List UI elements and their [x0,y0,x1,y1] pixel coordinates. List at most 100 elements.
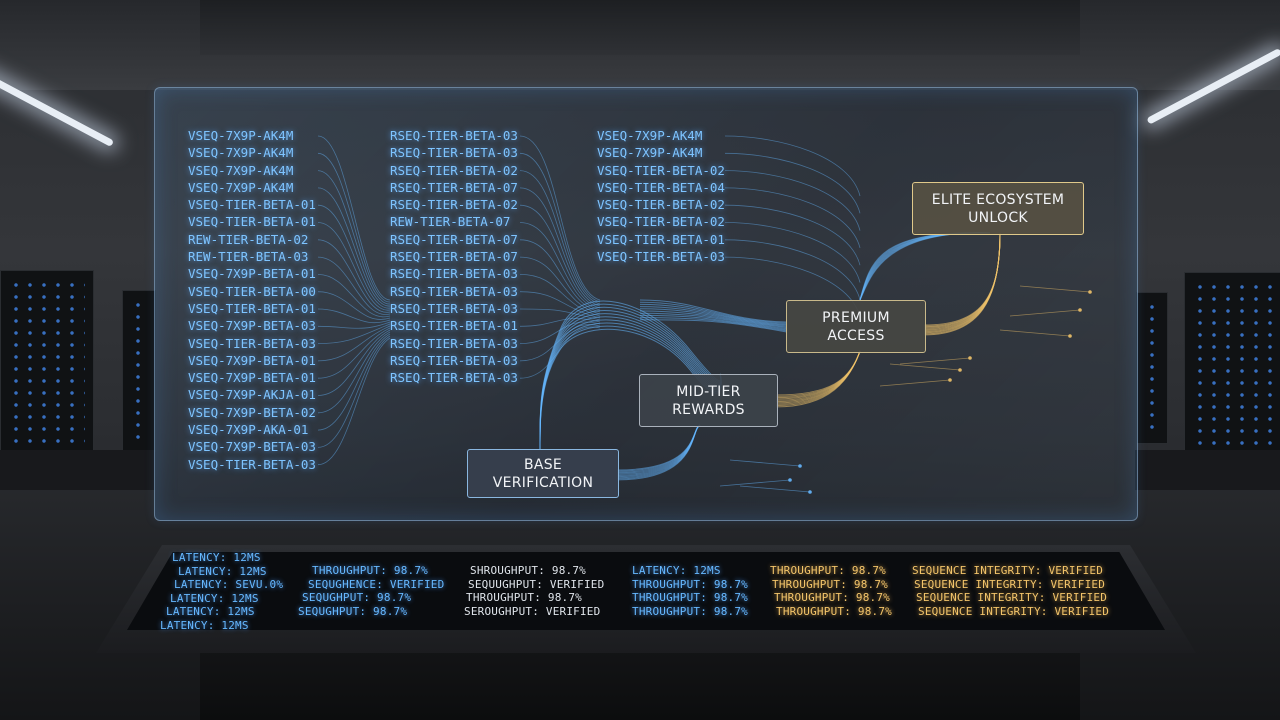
flow-line [724,222,861,283]
flow-line [739,485,811,493]
sequence-id: VSEQ-TIER-BETA-02 [597,162,725,178]
sequence-id: VSEQ-TIER-BETA-01 [188,300,316,316]
console-metric: THROUGHPUT: 98.7% [632,604,748,618]
flow-line [639,303,787,325]
flow-line [923,232,1001,329]
flow-line [519,222,601,311]
sequence-id: RSEQ-TIER-BETA-03 [390,128,518,143]
console-metric: SEQUENCE INTEGRITY: VERIFIED [914,577,1106,591]
sequence-id: RSEQ-TIER-BETA-07 [390,249,518,265]
flow-line [859,232,991,301]
sequence-id: VSEQ-TIER-BETA-00 [188,283,316,299]
sequence-id: VSEQ-TIER-BETA-03 [188,456,316,472]
flow-line [859,232,991,301]
flow-line [317,204,391,309]
flow-line [639,319,787,333]
tier-label: REWARDS [672,401,745,418]
flow-line [639,299,787,323]
sequence-id: VSEQ-7X9P-BETA-01 [188,370,316,386]
flow-line [639,310,787,328]
flow-line [859,232,991,301]
flow-line [999,329,1071,337]
console-metric: SHROUGHPUT: 98.7% [470,564,586,577]
flow-line [519,170,601,305]
console-metric: SEQUENCE INTEGRITY: VERIFIED [916,591,1108,604]
sequence-id: RSEQ-TIER-BETA-03 [390,283,518,299]
sequence-id: RSEQ-TIER-BETA-03 [390,300,518,316]
flow-line [519,256,601,315]
flow-line [923,232,1001,336]
console-metric: THROUGHPUT: 98.7% [632,577,748,591]
console-metric: SEQUGHPUT: 98.7% [298,604,408,618]
tier-label: ACCESS [827,327,885,344]
flow-line [519,318,601,327]
console-pedestal [200,640,1080,720]
sequence-id: VSEQ-7X9P-AKA-01 [188,422,309,438]
sequence-id: REW-TIER-BETA-07 [390,214,511,230]
flow-line [729,459,801,467]
sequence-id: VSEQ-7X9P-AK4M [188,145,294,161]
server-rack-right-back [1136,292,1168,444]
flow-line [317,321,391,329]
flow-line [859,232,991,301]
flow-line [859,232,991,301]
flow-line [1019,285,1091,293]
console-metric: SEQUENCE INTEGRITY: VERIFIED [918,604,1110,618]
flow-line [519,152,601,303]
sequence-id: RSEQ-TIER-BETA-03 [390,145,518,161]
flow-line [775,350,861,408]
flow-line [317,274,391,318]
flow-line [724,170,861,231]
flow-line [317,222,391,311]
flow-line [923,232,1001,334]
flow-line [519,308,601,321]
sequence-id: VSEQ-7X9P-AK4M [188,179,294,195]
tier-label: MID-TIER [676,383,741,400]
flow-line [859,232,991,301]
sequence-id: VSEQ-7X9P-BETA-03 [188,318,316,334]
sequence-id: RSEQ-TIER-BETA-03 [390,335,518,351]
sequence-id: VSEQ-TIER-BETA-02 [597,197,725,213]
sequence-id: VSEQ-7X9P-AKJA-01 [188,387,316,403]
sequence-id: VSEQ-TIER-BETA-03 [188,335,316,351]
flow-line [317,325,391,362]
server-rack-left-back [122,290,156,452]
flow-line [923,232,1001,326]
flow-line [724,204,861,266]
flow-line [317,335,391,448]
console-metric: THROUGHPUT: 98.7% [770,564,886,577]
flow-line [859,232,991,301]
sequence-id: VSEQ-TIER-BETA-01 [188,197,316,213]
flow-line [639,317,787,332]
desk-right [1135,450,1280,490]
flow-line [519,135,601,301]
server-rack-left [0,270,94,462]
sequence-id: RSEQ-TIER-BETA-03 [390,370,518,386]
flow-line [639,314,787,331]
flow-line [724,135,861,197]
flow-line [1009,309,1081,317]
sequence-id: VSEQ-7X9P-BETA-01 [188,352,316,368]
sequence-id: VSEQ-7X9P-BETA-02 [188,404,316,420]
console-metric: SEQUGHENCE: VERIFIED [308,577,445,591]
flow-line [923,232,1001,331]
console-metric: LATENCY: 12MS [170,591,259,605]
console-metric: LATENCY: 12MS [166,605,255,618]
flow-line [317,329,391,396]
flow-line [859,232,991,301]
console-metric: SEQUGHPUT: 98.7% [302,591,412,604]
flow-line [317,256,391,315]
flow-line [317,239,391,313]
flow-line [724,187,861,248]
sequence-id: RSEQ-TIER-BETA-03 [390,266,518,282]
sequence-id: VSEQ-TIER-BETA-02 [597,214,725,230]
flow-line [639,301,787,324]
flow-line [519,291,601,319]
sequence-id: VSEQ-7X9P-AK4M [597,128,703,143]
sequence-id: VSEQ-7X9P-BETA-03 [188,439,316,455]
